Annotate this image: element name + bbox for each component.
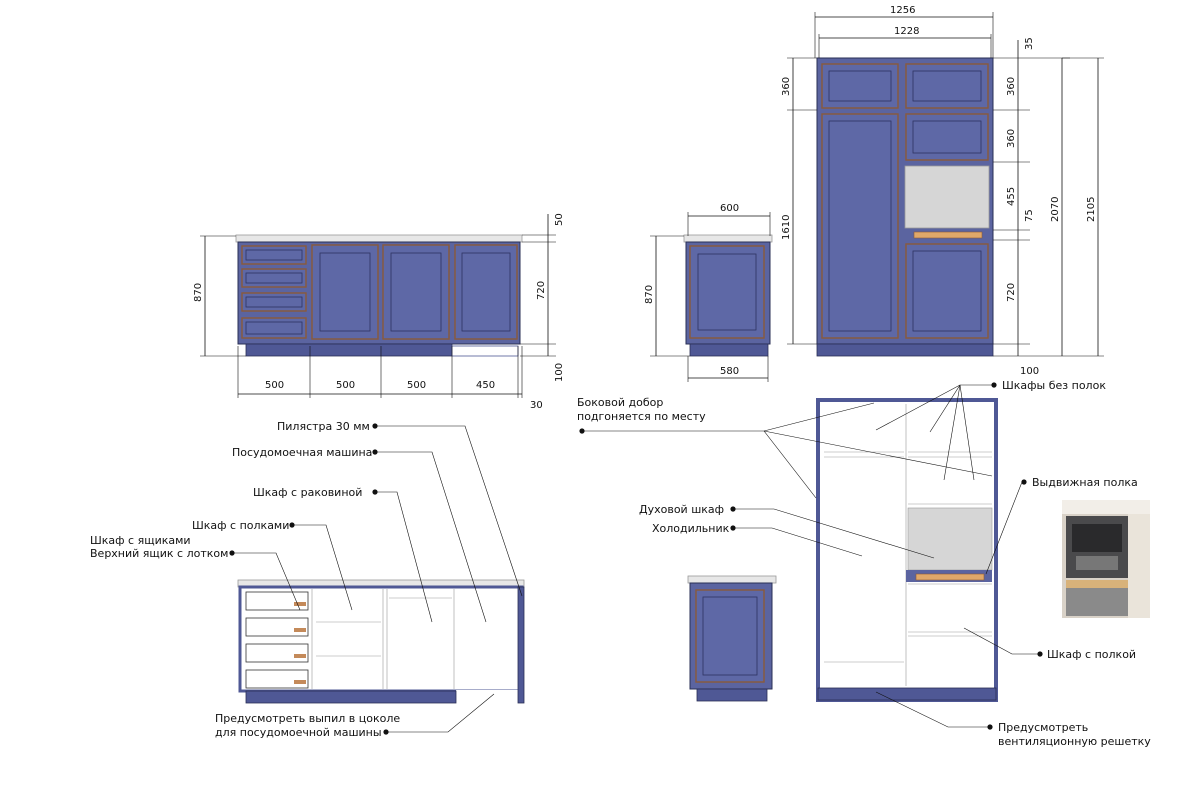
tall-unit-front-view: 1256 1228 360 1610 35 360 360 455 75 720…: [781, 5, 1104, 377]
label-shelf-cabinet: Шкаф с полками: [192, 519, 289, 532]
label-sink-cabinet: Шкаф с раковиной: [253, 486, 362, 499]
label-side-filler-2: подгоняется по месту: [577, 410, 706, 423]
dim-tall-inner-width: 1228: [894, 26, 919, 37]
label-no-shelves: Шкафы без полок: [1002, 379, 1106, 392]
label-drawers-1: Шкаф с ящиками: [90, 534, 191, 547]
label-side-filler-1: Боковой добор: [577, 396, 663, 409]
label-vent-1: Предусмотреть: [998, 721, 1088, 734]
label-dishwasher: Посудомоечная машина: [232, 446, 372, 459]
label-one-shelf: Шкаф с полкой: [1047, 648, 1136, 661]
dim-tall-h-total: 2105: [1086, 197, 1097, 222]
label-pullout-shelf: Выдвижная полка: [1032, 476, 1138, 489]
dim-tall-mid-right: 360: [1006, 129, 1017, 148]
dim-island-w4: 450: [476, 380, 495, 391]
dim-island-w3: 500: [407, 380, 426, 391]
dim-single-width: 600: [720, 203, 739, 214]
oven-photo-icon: [1062, 500, 1150, 618]
dim-tall-bottom-right: 720: [1006, 283, 1017, 302]
dim-tall-shelf: 75: [1024, 209, 1035, 222]
drawer-stack: [241, 245, 307, 339]
oven-niche: [904, 165, 990, 229]
pullout-shelf-front: [913, 231, 983, 239]
label-fridge: Холодильник: [652, 522, 730, 535]
island-interior-view: [237, 579, 525, 704]
label-plinth-cut-1: Предусмотреть выпил в цоколе: [215, 712, 400, 725]
dim-tall-plinth: 100: [1020, 366, 1039, 377]
callout-labels: Пилястра 30 мм Посудомоечная машина Шкаф…: [90, 379, 1151, 748]
dim-tall-top-right: 360: [1006, 77, 1017, 96]
label-vent-2: вентиляционную решетку: [998, 735, 1151, 748]
dim-tall-top-left: 360: [781, 77, 792, 96]
dim-island-plinth: 100: [554, 363, 565, 382]
small-cabinet-view: [687, 575, 777, 702]
dim-island-body: 720: [536, 281, 547, 300]
dim-tall-top-offset: 35: [1024, 37, 1035, 50]
countertop: [235, 234, 523, 243]
dim-island-top: 50: [554, 213, 565, 226]
dim-tall-h-inner: 2070: [1050, 197, 1061, 222]
dim-tall-left-body: 1610: [781, 215, 792, 240]
tall-unit-interior-view: [816, 398, 998, 702]
interior-drawers: [245, 591, 309, 689]
island-doors: [311, 244, 518, 340]
dim-island-w2: 500: [336, 380, 355, 391]
dim-island-side: 30: [530, 400, 543, 411]
dim-single-height: 870: [644, 285, 655, 304]
dim-island-w1: 500: [265, 380, 284, 391]
dim-tall-total-width: 1256: [890, 5, 915, 16]
dim-tall-oven: 455: [1006, 187, 1017, 206]
island-front-view: 870 50 720 100 500 500 500 450 30: [193, 213, 565, 411]
dim-island-height: 870: [193, 283, 204, 302]
label-oven: Духовой шкаф: [639, 503, 724, 516]
single-cabinet-view: 600 870 580: [644, 203, 773, 382]
label-pilaster: Пилястра 30 мм: [277, 420, 370, 433]
label-drawers-2: Верхний ящик с лотком: [90, 547, 228, 560]
leader-lines: [229, 382, 1043, 735]
label-plinth-cut-2: для посудомоечной машины: [215, 726, 382, 739]
dim-single-base: 580: [720, 366, 739, 377]
island-plinth: [245, 343, 453, 357]
